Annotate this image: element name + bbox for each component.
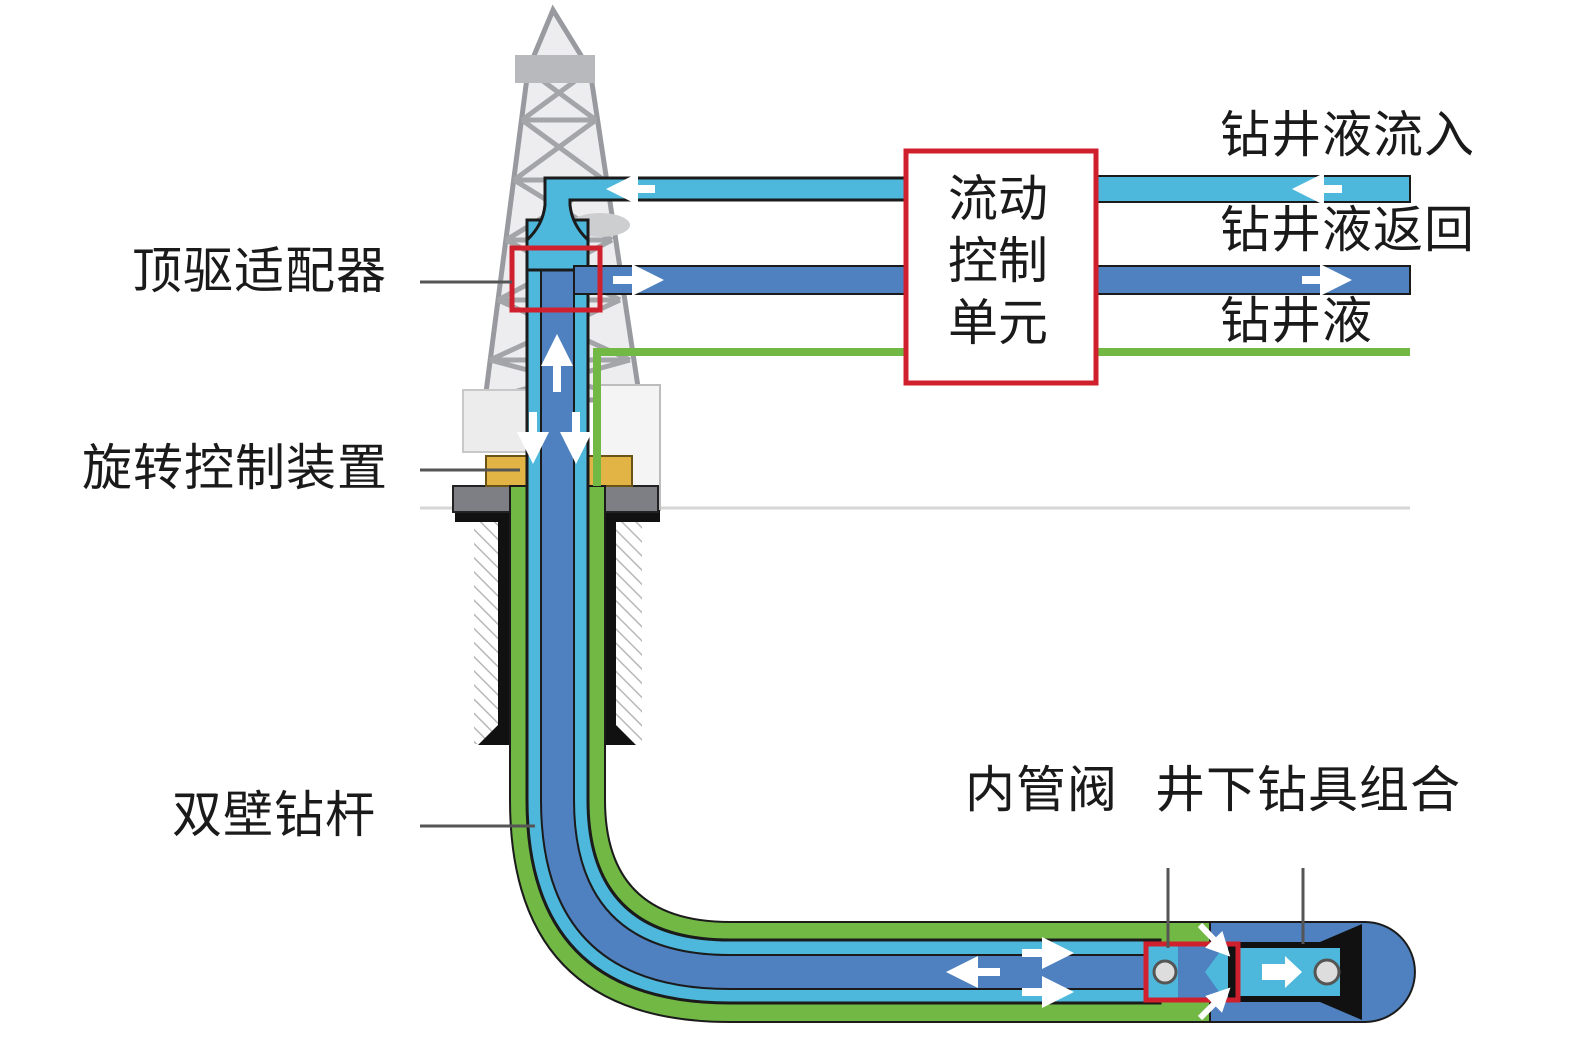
label-top-drive-adapter: 顶驱适配器	[132, 242, 387, 300]
label-drilling-fluid: 钻井液	[1220, 292, 1373, 350]
bottom-hole-assembly	[1209, 921, 1416, 1023]
top-drive-adapter-highlight-box	[509, 245, 603, 313]
supply-line-right	[1094, 175, 1411, 203]
label-fluid-return: 钻井液返回	[1220, 201, 1475, 259]
return-line-right	[1094, 265, 1411, 295]
inner-valve-highlight-box	[1143, 941, 1241, 1003]
fcu-line-1: 流动	[948, 170, 1048, 228]
flow-arrows	[517, 173, 1352, 1008]
label-rotating-control-device: 旋转控制装置	[82, 439, 388, 497]
inner-pipe-valve	[1143, 922, 1241, 1021]
annulus-line-top	[593, 348, 910, 486]
label-inner-pipe-valve: 内管阀	[965, 761, 1118, 819]
label-dual-wall-drill-pipe: 双壁钻杆	[172, 786, 376, 844]
casing-left	[455, 510, 510, 745]
supply-line-top	[525, 176, 912, 272]
fcu-line-2: 控制	[948, 232, 1048, 290]
rig-floor-left	[462, 389, 534, 453]
fcu-line-3: 单元	[948, 294, 1048, 352]
casing-right	[600, 510, 660, 745]
formation-right	[612, 522, 642, 744]
label-fluid-inflow: 钻井液流入	[1220, 106, 1475, 164]
label-bottom-hole-assembly: 井下钻具组合	[1155, 761, 1461, 819]
flow-control-unit-box	[903, 148, 1099, 386]
flow-control-unit-label: 流动 控制 单元	[908, 168, 1088, 354]
